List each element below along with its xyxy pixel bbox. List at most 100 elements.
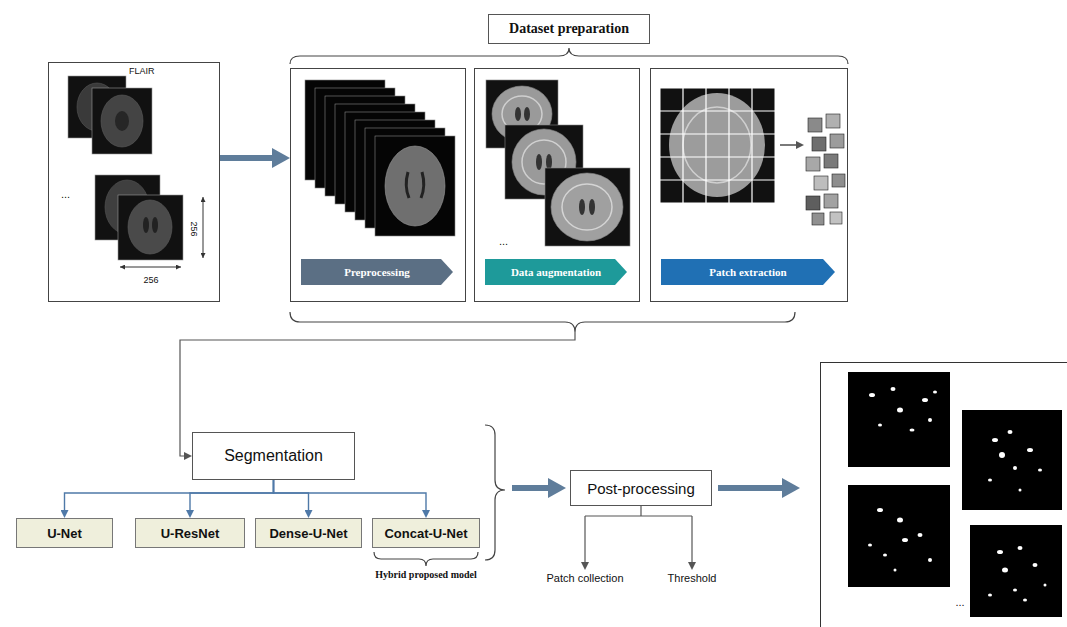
patch (830, 134, 844, 148)
brace (485, 425, 505, 560)
lesion (992, 438, 998, 442)
mri-augmented (579, 199, 585, 215)
mri-augmented (536, 154, 542, 170)
lesion (1033, 563, 1038, 567)
flow-line (585, 506, 692, 516)
step-banner: Preprocessing (301, 259, 453, 285)
patch (814, 176, 828, 190)
mri-stack (421, 172, 424, 198)
lesion (1008, 430, 1013, 434)
brace (290, 48, 848, 64)
patch-grid (660, 88, 775, 203)
brace (290, 312, 795, 332)
process-box: Segmentation (192, 432, 355, 480)
flow-line (718, 485, 782, 491)
lesion (1023, 599, 1027, 602)
patch (824, 194, 838, 208)
node-note: ... (499, 235, 508, 247)
mri-augmented (551, 173, 623, 241)
mri-augmented (546, 154, 552, 170)
lesion-mask (848, 372, 950, 467)
lesion-mask (848, 372, 1062, 617)
flow-line (584, 516, 585, 562)
step-label: Patch collection (546, 572, 623, 584)
node-title: U-Net (47, 526, 82, 541)
patch (806, 114, 845, 225)
lesion (997, 550, 1003, 554)
patch-grid (683, 107, 751, 183)
lesion (918, 533, 923, 537)
flow-line (512, 485, 548, 491)
lesion (878, 424, 882, 427)
node-title: Patch extraction (709, 266, 786, 278)
lesion (891, 387, 896, 391)
patch (806, 157, 820, 171)
mri-augmented (589, 199, 595, 215)
patch-grid (660, 88, 796, 203)
patch (826, 114, 840, 128)
lesion (1013, 466, 1017, 470)
dimension-arrow (120, 267, 181, 268)
node-note: 256 (143, 276, 158, 285)
lesion (897, 518, 903, 523)
connector (65, 480, 274, 510)
step-panel: Preprocessing (290, 68, 466, 302)
model-box: U-ResNet (135, 518, 245, 548)
mri-augmented (515, 107, 521, 121)
lesion (902, 538, 908, 542)
group-label: Hybrid proposed model (375, 569, 477, 580)
flow-line (691, 516, 692, 562)
brace (290, 48, 848, 566)
lesion (883, 554, 887, 557)
mri-augmented (524, 107, 530, 121)
lesion (868, 544, 872, 547)
lesion (894, 569, 897, 572)
mri-augmented (545, 168, 630, 246)
lesion (1002, 568, 1008, 573)
dimension-arrow (120, 197, 203, 267)
lesion (1019, 489, 1022, 492)
node-title: FLAIR (129, 67, 155, 76)
lesion (1038, 469, 1042, 472)
mri-augmented (486, 80, 630, 246)
output-panel (821, 363, 1067, 627)
ellipsis: ... (955, 596, 964, 608)
step-banner: Data augmentation (485, 259, 627, 285)
connector (274, 480, 309, 510)
dimension-arrow (203, 197, 204, 258)
lesion (922, 398, 928, 402)
model-box: U-Net (16, 518, 113, 548)
node-title: Segmentation (224, 447, 323, 465)
mri-stack (305, 80, 455, 236)
lesion (869, 393, 875, 397)
node-note: ... (61, 189, 70, 200)
patch-grid (780, 144, 796, 145)
mri-slice (143, 217, 149, 233)
lesion (910, 429, 915, 432)
lesion (1027, 448, 1033, 452)
patch (806, 196, 820, 210)
lesion (868, 387, 1047, 602)
node-title: Data augmentation (511, 266, 601, 278)
patch (832, 174, 845, 187)
node-note: 256 (189, 221, 198, 236)
lesion (988, 479, 992, 482)
lesion (933, 391, 937, 394)
mri-stack (375, 136, 455, 236)
mri-slice (118, 195, 183, 260)
process-box: Post-processing (570, 470, 712, 506)
node-title: Dense-U-Net (269, 526, 347, 541)
lesion-mask (962, 410, 1062, 510)
brace (374, 552, 478, 566)
connector (190, 480, 274, 510)
step-label: Threshold (668, 572, 717, 584)
step-banner: Patch extraction (661, 259, 835, 285)
step-panel: Patch extraction (650, 68, 848, 302)
mri-slice (68, 76, 183, 260)
flow-line (180, 332, 782, 562)
step-panel: ... Data augmentation (474, 68, 640, 302)
mri-augmented (562, 184, 612, 230)
banner-shape (485, 259, 627, 285)
lesion-mask (848, 485, 950, 587)
